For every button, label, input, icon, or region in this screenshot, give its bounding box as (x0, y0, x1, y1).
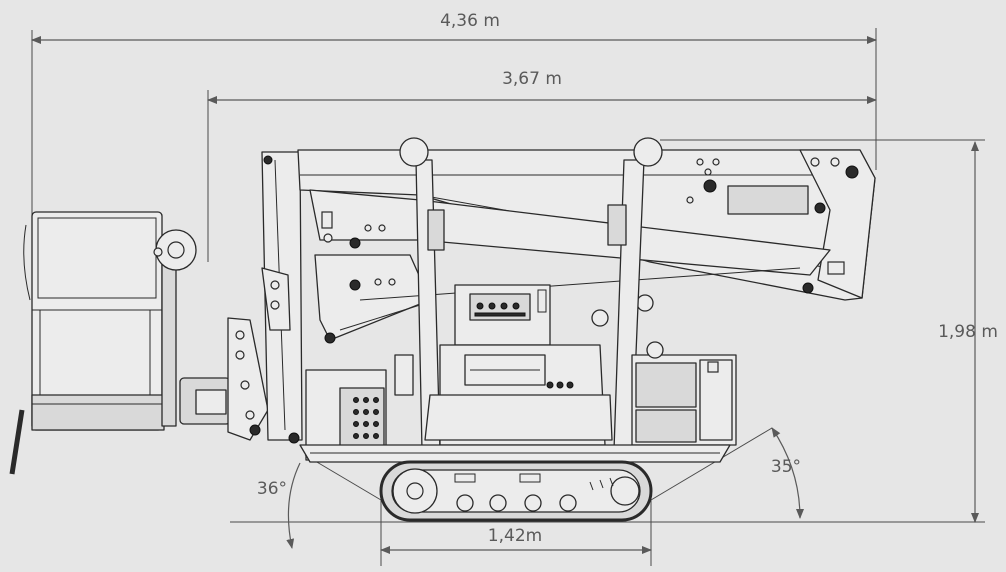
boom-length-label: 3,67 m (502, 69, 562, 89)
angle-rear-label: 35° (771, 457, 801, 477)
mast-arm (261, 151, 303, 444)
track-undercarriage (379, 460, 653, 522)
dimension-overall-length: 4,36 m (31, 11, 877, 215)
chassis (299, 444, 731, 463)
dimension-height: 1,98 m (230, 139, 998, 523)
control-panel (454, 284, 551, 346)
turret-base (424, 344, 613, 446)
hydraulic-tank (631, 341, 737, 446)
jib-rotator (179, 317, 269, 441)
dimension-boom-length: 3,67 m (207, 69, 877, 262)
angle-front-label: 36° (257, 479, 287, 499)
engine-box (305, 354, 414, 461)
track-width-label: 1,42m (488, 526, 542, 546)
lift-cylinders (399, 137, 663, 451)
spider-lift-machine (9, 137, 876, 522)
platform-basket (9, 211, 197, 475)
overall-length-label: 4,36 m (440, 11, 500, 31)
height-label: 1,98 m (938, 322, 998, 342)
angle-front: 36° (257, 454, 382, 549)
battery-grid (353, 397, 379, 439)
dimension-track-width: 1,42m (380, 500, 652, 566)
angle-rear: 35° (650, 427, 804, 519)
